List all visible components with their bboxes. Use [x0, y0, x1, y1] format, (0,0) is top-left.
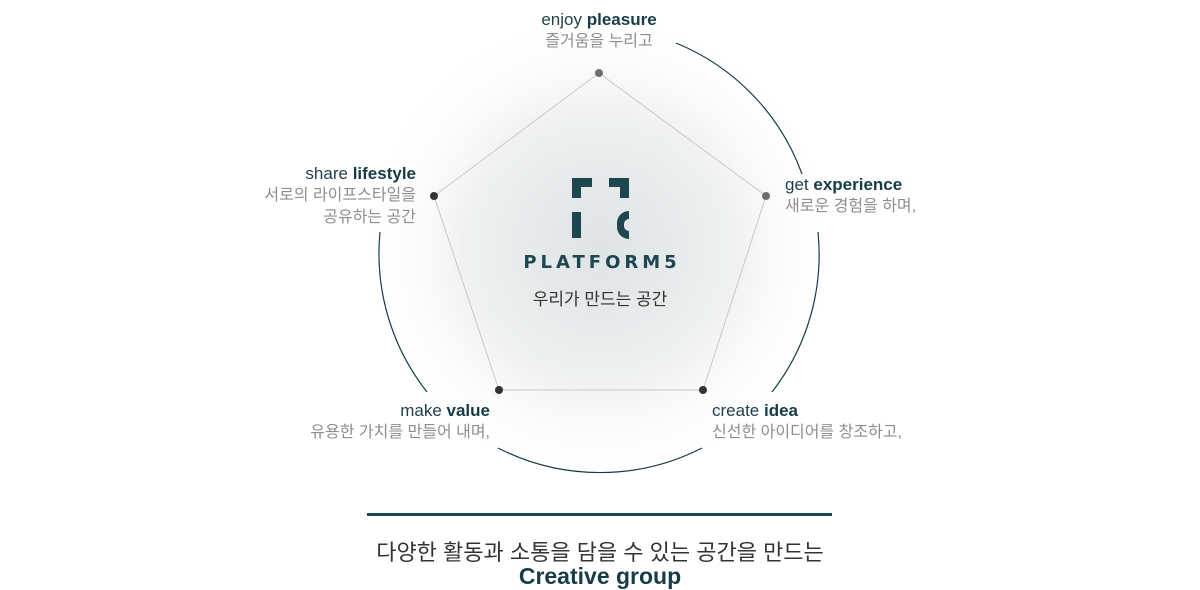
vertex-top — [595, 69, 603, 77]
node-label-top: enjoy pleasure 즐거움을 누리고 — [499, 11, 699, 53]
node-keyword: lifestyle — [352, 164, 416, 183]
node-prefix: create — [712, 401, 760, 420]
node-description: 서로의 라이프스타일을 공유하는 공간 — [264, 187, 416, 226]
node-description: 유용한 가치를 만들어 내며, — [310, 424, 490, 441]
brand-tagline: 우리가 만드는 공간 — [532, 290, 668, 309]
pentagon — [433, 72, 767, 391]
node-keyword: idea — [763, 401, 799, 420]
circle-arc-top-right — [675, 42, 803, 175]
footer-title: Creative group — [518, 563, 682, 589]
node-prefix: share — [305, 164, 348, 183]
node-label-left: share lifestyle 서로의 라이프스타일을 공유하는 공간 — [216, 165, 416, 229]
node-keyword: value — [446, 401, 490, 420]
node-description: 신선한 아이디어를 창조하고, — [712, 424, 902, 441]
vertex-bottom-left — [495, 386, 503, 394]
node-keyword: experience — [813, 175, 903, 194]
vertex-bottom-right — [699, 386, 707, 394]
node-description: 새로운 경험을 하며, — [785, 198, 917, 215]
node-label-bottom-right: create idea 신선한 아이디어를 창조하고, — [712, 402, 952, 444]
node-description: 즐거움을 누리고 — [545, 33, 653, 50]
node-prefix: make — [400, 401, 442, 420]
node-label-bottom-left: make value 유용한 가치를 만들어 내며, — [250, 402, 490, 444]
node-keyword: pleasure — [586, 10, 657, 29]
node-prefix: get — [785, 175, 809, 194]
vertex-right — [762, 192, 770, 200]
circle-arc-bottom — [497, 447, 703, 474]
footer-subtitle: 다양한 활동과 소통을 담을 수 있는 공간을 만드는 — [376, 540, 824, 565]
center-brand: PLATFORM5 우리가 만드는 공간 — [500, 178, 700, 310]
node-label-right: get experience 새로운 경험을 하며, — [785, 176, 985, 218]
footer-divider — [367, 513, 832, 516]
vertex-left — [430, 192, 438, 200]
brand-wordmark: PLATFORM5 — [523, 252, 681, 273]
circle-arc-left — [378, 231, 428, 393]
circle-arc-right — [771, 231, 820, 393]
background-halo — [360, 8, 840, 488]
node-prefix: enjoy — [541, 10, 582, 29]
platform5-logo-mark — [572, 178, 629, 239]
